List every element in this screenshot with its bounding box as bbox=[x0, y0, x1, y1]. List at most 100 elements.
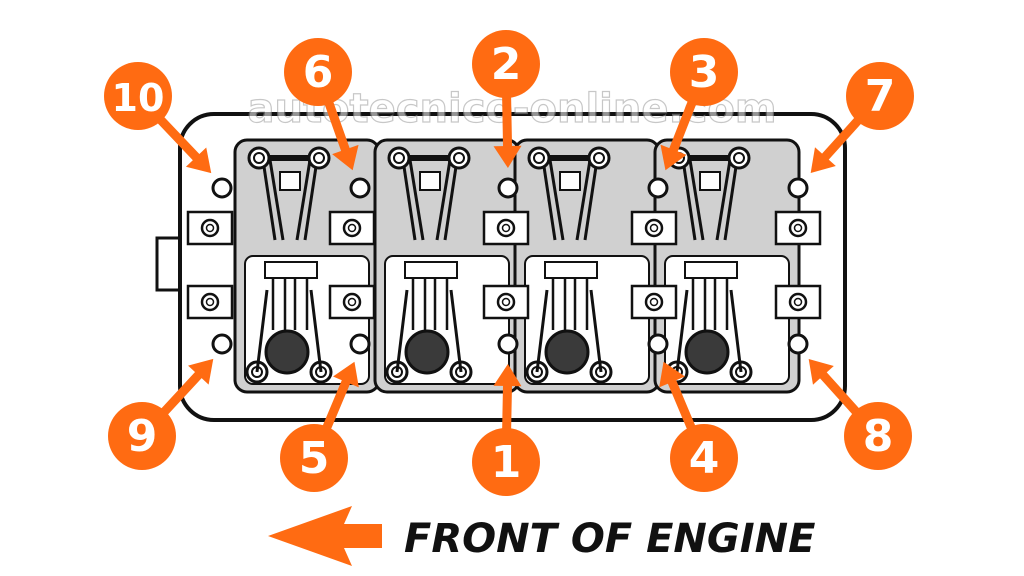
bearing-cap bbox=[630, 210, 678, 246]
head-bolts bbox=[186, 177, 822, 355]
bearing-cap-plate bbox=[328, 284, 376, 320]
rocker-tip-center bbox=[313, 152, 325, 164]
bearing-cap bbox=[482, 210, 530, 246]
callout-arrow-shaft bbox=[820, 113, 865, 162]
valve-retainer bbox=[544, 261, 598, 279]
callout-badge bbox=[108, 402, 176, 470]
cap-bolt-center bbox=[205, 223, 215, 233]
cap-bolt-center bbox=[793, 297, 803, 307]
callout-arrow-shaft bbox=[668, 95, 698, 155]
head-bolt-hole bbox=[349, 177, 371, 199]
callout-arrowhead-icon bbox=[810, 147, 836, 174]
head-bolt-hole bbox=[787, 177, 809, 199]
rocker-pivot bbox=[419, 171, 441, 191]
valve-retainer bbox=[404, 261, 458, 279]
callout-number: 8 bbox=[863, 411, 894, 462]
bearing-cap bbox=[630, 284, 678, 320]
callout-badge bbox=[670, 38, 738, 106]
callout-arrow-shaft bbox=[321, 377, 351, 435]
callout-arrowhead-icon bbox=[333, 361, 359, 388]
sequence-callout-7: 7 bbox=[810, 62, 914, 174]
head-bolt-hole bbox=[497, 177, 519, 199]
head-bolt-hole bbox=[647, 177, 669, 199]
callout-number: 4 bbox=[689, 433, 720, 484]
sequence-callout-1: 1 bbox=[472, 363, 540, 496]
spark-plug-icon bbox=[684, 329, 730, 375]
callout-arrowhead-icon bbox=[808, 358, 834, 385]
rocker-tip-center bbox=[253, 152, 265, 164]
callout-arrow-shaft bbox=[502, 89, 513, 151]
head-bolt-hole bbox=[211, 333, 233, 355]
valve-retainer bbox=[684, 261, 738, 279]
callout-number: 10 bbox=[112, 76, 165, 120]
bearing-cap bbox=[328, 210, 376, 246]
callout-arrowhead-icon bbox=[493, 145, 522, 169]
cap-bolt-center bbox=[649, 297, 659, 307]
rocker-tip-center bbox=[733, 152, 745, 164]
cap-bolt-center bbox=[649, 223, 659, 233]
cylinder-head bbox=[155, 112, 847, 422]
callout-number: 2 bbox=[491, 39, 522, 90]
front-arrow-icon bbox=[268, 506, 382, 566]
callout-arrow-shaft bbox=[157, 370, 203, 419]
callout-arrowhead-icon bbox=[659, 361, 685, 388]
sequence-callout-9: 9 bbox=[108, 358, 214, 470]
callout-badge bbox=[472, 30, 540, 98]
rocker-tip-center bbox=[453, 152, 465, 164]
callout-badge bbox=[104, 62, 172, 130]
callout-badge bbox=[844, 402, 912, 470]
bearing-cap bbox=[774, 284, 822, 320]
callout-arrow-shaft bbox=[502, 381, 512, 437]
head-bolt-hole bbox=[787, 333, 809, 355]
rocker-arm bbox=[401, 159, 459, 241]
callout-arrow-shaft bbox=[667, 377, 697, 435]
callout-arrowhead-icon bbox=[188, 358, 214, 385]
cap-bolt-center bbox=[501, 223, 511, 233]
rocker-arm bbox=[541, 159, 599, 241]
head-bolt-hole bbox=[497, 333, 519, 355]
bearing-cap bbox=[482, 284, 530, 320]
callout-number: 9 bbox=[127, 411, 158, 462]
sequence-callout-4: 4 bbox=[659, 361, 738, 492]
lower-rocker bbox=[255, 289, 323, 373]
callout-number: 3 bbox=[689, 47, 720, 98]
callout-arrow-shaft bbox=[323, 95, 350, 154]
rocker-pivot bbox=[699, 171, 721, 191]
cylinder-1 bbox=[233, 138, 381, 394]
rocker-tip-center bbox=[593, 152, 605, 164]
spark-plug-icon bbox=[264, 329, 310, 375]
callout-number: 6 bbox=[303, 47, 334, 98]
head-bolt-hole bbox=[349, 333, 371, 355]
callout-arrow-shaft bbox=[154, 113, 201, 162]
spark-plug-icon bbox=[404, 329, 450, 375]
cap-bolt-center bbox=[793, 223, 803, 233]
spark-plug-icon bbox=[544, 329, 590, 375]
rocker-tip-center bbox=[393, 152, 405, 164]
bearing-cap bbox=[328, 284, 376, 320]
callout-arrow-shaft bbox=[818, 370, 863, 419]
head-bolt-hole bbox=[211, 177, 233, 199]
front-of-engine-label: FRONT OF ENGINE bbox=[404, 516, 815, 562]
sequence-callout-2: 2 bbox=[472, 30, 540, 169]
sequence-callout-5: 5 bbox=[280, 361, 359, 492]
sequence-callout-8: 8 bbox=[808, 358, 912, 470]
rocker-pivot bbox=[279, 171, 301, 191]
callout-badge bbox=[280, 424, 348, 492]
callout-number: 1 bbox=[491, 437, 522, 488]
callout-number: 7 bbox=[865, 71, 896, 122]
head-bolt-hole bbox=[647, 333, 669, 355]
cylinder-chambers bbox=[233, 138, 801, 394]
sequence-callout-10: 10 bbox=[104, 62, 212, 174]
callout-arrowhead-icon bbox=[493, 363, 522, 387]
rocker-arm bbox=[681, 159, 739, 241]
callout-arrowhead-icon bbox=[660, 144, 687, 171]
cap-bolt-center bbox=[347, 223, 357, 233]
lower-rocker bbox=[395, 289, 463, 373]
bearing-cap bbox=[186, 210, 234, 246]
bearing-cap bbox=[186, 284, 234, 320]
cap-bolt-center bbox=[205, 297, 215, 307]
cylinder-4 bbox=[653, 138, 801, 394]
torque-sequence-callouts: 1 2 3 4 5 6 7 8 9 10 bbox=[104, 30, 914, 496]
sequence-callout-6: 6 bbox=[284, 38, 359, 171]
callout-badge bbox=[284, 38, 352, 106]
